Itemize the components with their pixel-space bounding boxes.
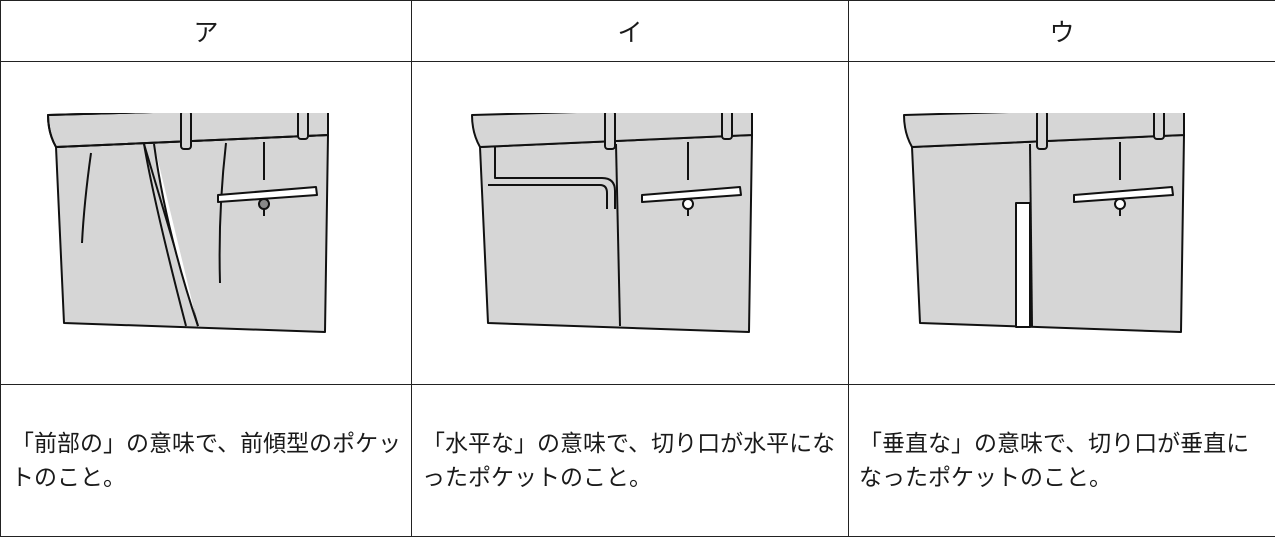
pants-horizontal-pocket-illustration [470, 113, 790, 333]
description-cell: 「水平な」の意味で、切り口が水平になったポケットのこと。 [412, 385, 849, 537]
column-label: ア [1, 1, 412, 62]
illustration-cell [1, 62, 412, 385]
pants-vertical-pocket-illustration [902, 113, 1222, 333]
illustration-cell [412, 62, 849, 385]
description-cell: 「前部の」の意味で、前傾型のポケットのこと。 [1, 385, 412, 537]
column-label: イ [412, 1, 849, 62]
description-row: 「前部の」の意味で、前傾型のポケットのこと。 「水平な」の意味で、切り口が水平に… [1, 385, 1275, 537]
description-cell: 「垂直な」の意味で、切り口が垂直になったポケットのこと。 [849, 385, 1275, 537]
illustration-cell [849, 62, 1275, 385]
column-label: ウ [849, 1, 1275, 62]
illustration-row [1, 62, 1275, 385]
header-row: ア イ ウ [1, 1, 1275, 62]
pants-slanted-front-pocket-illustration [46, 113, 366, 333]
